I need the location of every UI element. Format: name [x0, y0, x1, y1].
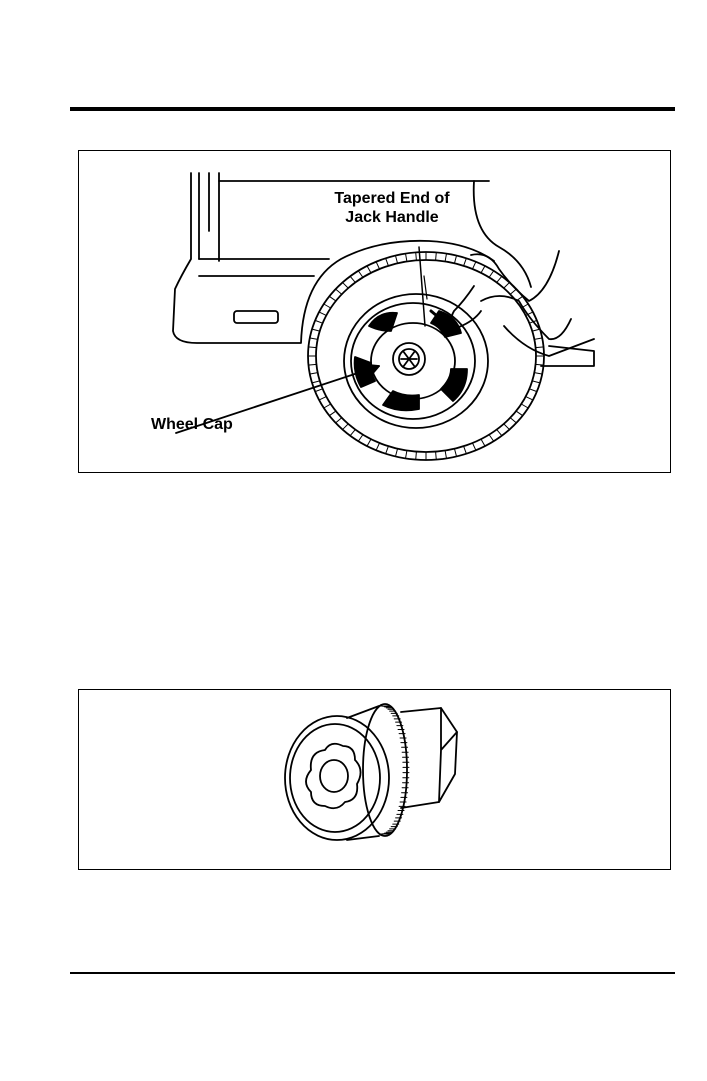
tread-tick	[489, 272, 493, 278]
tread-tick	[406, 255, 407, 262]
tapered-end-callout: Tapered End of Jack Handle	[312, 189, 472, 227]
tread-tick	[309, 364, 316, 365]
tread-tick	[532, 381, 539, 383]
tapered-end-callout-line2: Jack Handle	[312, 208, 472, 227]
tread-tick	[336, 418, 341, 422]
tread-tick	[436, 253, 437, 260]
tread-tick	[325, 404, 331, 408]
tapered-end-callout-line1: Tapered End of	[312, 189, 472, 208]
tread-tick	[510, 418, 515, 422]
tread-tick	[497, 277, 501, 282]
tread-tick	[445, 451, 446, 458]
tread-tick	[529, 389, 536, 391]
tread-tick	[504, 283, 509, 288]
tread-tick	[368, 439, 372, 445]
tread-tick	[406, 451, 407, 458]
tread-tick	[464, 446, 466, 453]
tread-tick	[313, 329, 320, 331]
lock-nut-illustration-icon	[79, 690, 669, 868]
lock-nut-figure	[78, 689, 671, 870]
tread-tick	[359, 272, 363, 278]
tread-tick	[534, 338, 541, 339]
tread-tick	[454, 449, 456, 456]
tread-tick	[351, 277, 355, 282]
tread-tick	[320, 312, 326, 315]
tread-tick	[481, 267, 485, 273]
tread-tick	[416, 253, 417, 260]
tread-tick	[454, 257, 456, 264]
tread-tick	[497, 430, 501, 435]
tread-tick	[472, 263, 475, 269]
tread-tick	[313, 381, 320, 383]
tread-tick	[516, 411, 522, 415]
footer-rule	[70, 972, 675, 974]
tread-tick	[386, 446, 388, 453]
tread-tick	[336, 290, 341, 294]
tread-tick	[534, 373, 541, 374]
tread-tick	[526, 397, 532, 400]
tread-tick	[536, 347, 543, 348]
tread-tick	[311, 338, 318, 339]
tread-tick	[510, 290, 515, 294]
tread-tick	[472, 443, 475, 449]
tread-tick	[377, 443, 380, 449]
wheel-cap-callout: Wheel Cap	[151, 415, 233, 434]
tread-tick	[309, 347, 316, 348]
tread-tick	[343, 424, 348, 429]
tread-tick	[386, 259, 388, 266]
tread-tick	[330, 411, 336, 415]
tread-tick	[536, 364, 543, 365]
tread-tick	[316, 321, 323, 323]
tread-tick	[359, 435, 363, 441]
tread-tick	[343, 283, 348, 288]
tread-tick	[504, 424, 509, 429]
tread-tick	[351, 430, 355, 435]
tread-tick	[436, 452, 437, 459]
tread-tick	[325, 305, 331, 309]
tread-tick	[445, 255, 446, 262]
tread-tick	[416, 452, 417, 459]
tread-tick	[521, 404, 527, 408]
tread-tick	[316, 389, 323, 391]
tread-tick	[464, 259, 466, 266]
tread-tick	[481, 439, 485, 445]
tread-tick	[311, 373, 318, 374]
tread-tick	[489, 435, 493, 441]
tread-tick	[330, 297, 336, 301]
header-rule	[70, 107, 675, 111]
tread-tick	[532, 329, 539, 331]
tread-tick	[396, 449, 398, 456]
tread-tick	[320, 397, 326, 400]
tread-tick	[368, 267, 372, 273]
tread-tick	[377, 263, 380, 269]
wheel-cap-figure: Tapered End of Jack Handle Wheel Cap	[78, 150, 671, 473]
tread-tick	[396, 257, 398, 264]
